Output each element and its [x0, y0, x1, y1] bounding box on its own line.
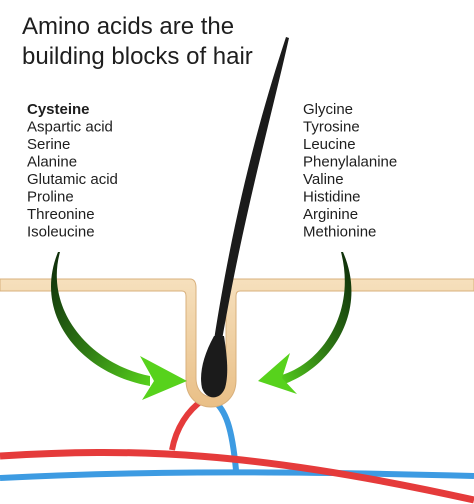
arrow-left: [51, 252, 187, 400]
amino-acid-label: Cysteine: [27, 101, 90, 118]
arrow-left-head: [140, 356, 187, 400]
amino-acid-label: Threonine: [27, 206, 95, 223]
vein-vessel: [0, 469, 474, 481]
amino-acid-label: Leucine: [303, 136, 356, 153]
title-line-1: Amino acids are the: [22, 13, 234, 40]
amino-acid-label: Alanine: [27, 154, 77, 171]
arrow-right-body: [278, 252, 352, 386]
hair-strand: [201, 37, 289, 398]
artery-vessel: [0, 448, 474, 504]
amino-acid-label: Proline: [27, 189, 74, 206]
arrow-right-head: [258, 353, 297, 394]
amino-acid-label: Aspartic acid: [27, 119, 113, 136]
skin-surface: [0, 278, 474, 408]
amino-acid-list-right: GlycineTyrosineLeucinePhenylalanineValin…: [303, 101, 397, 241]
amino-acid-label: Arginine: [303, 206, 358, 223]
skin-layer: [0, 278, 474, 408]
amino-acid-label: Histidine: [303, 189, 361, 206]
artery-branch: [169, 397, 205, 451]
amino-acid-label: Valine: [303, 171, 344, 188]
title-line-2: building blocks of hair: [22, 43, 253, 70]
amino-acid-label: Tyrosine: [303, 119, 360, 136]
amino-acid-label: Glutamic acid: [27, 171, 118, 188]
amino-acid-label: Glycine: [303, 101, 353, 118]
blood-vessels: [0, 397, 474, 504]
arrow-right: [258, 252, 352, 394]
hair-shaft: [214, 37, 289, 340]
amino-acid-label: Serine: [27, 136, 70, 153]
amino-acid-label: Isoleucine: [27, 224, 95, 241]
hair-root: [201, 336, 228, 398]
amino-acid-label: Methionine: [303, 224, 376, 241]
amino-acid-label: Phenylalanine: [303, 154, 397, 171]
diagram-title: Amino acids are the building blocks of h…: [22, 13, 253, 70]
arrow-left-body: [51, 252, 150, 386]
